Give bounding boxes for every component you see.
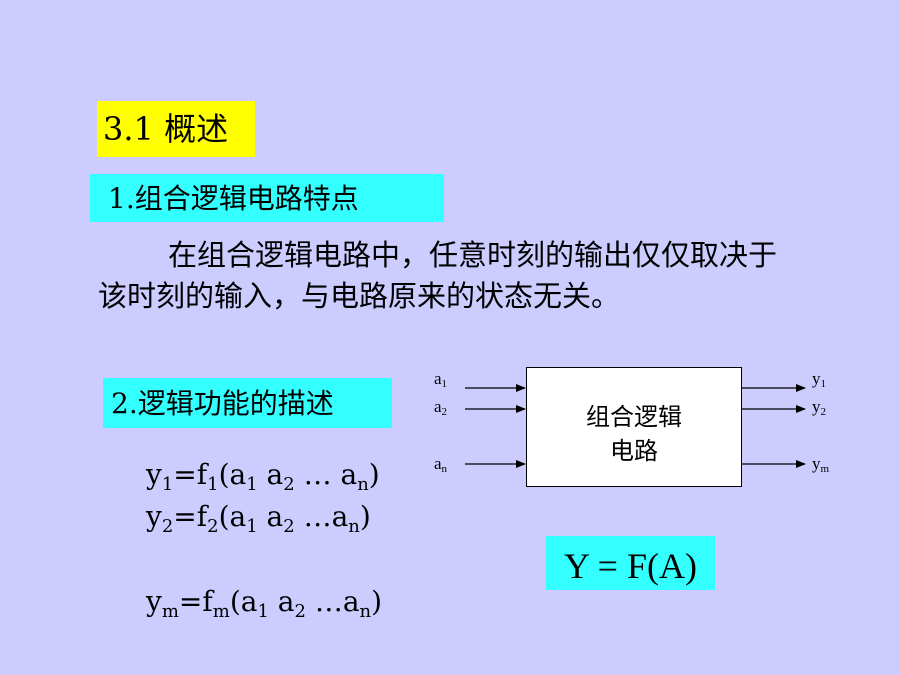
equation-y2: y2=f2(a1 a2 …an) (146, 500, 371, 537)
block-label-line2: 电路 (610, 437, 658, 465)
paragraph-text: 在组合逻辑电路中，任意时刻的输出仅仅取决于该时刻的输入，与电路原来的状态无关。 (98, 238, 778, 313)
output-label-y1: y1 (812, 369, 826, 390)
combinational-logic-block (526, 367, 742, 487)
output-label-y2: y2 (812, 397, 826, 418)
characteristics-paragraph: 在组合逻辑电路中，任意时刻的输出仅仅取决于该时刻的输入，与电路原来的状态无关。 (98, 235, 788, 317)
slide-title: 3.1 概述 (97, 101, 255, 157)
equation-ym: ym=fm(a1 a2 …an) (146, 585, 383, 622)
section-heading-logic-function: 2.逻辑功能的描述 (103, 378, 392, 428)
formula-y-equals-f-a: Y = F(A) (546, 536, 715, 590)
block-label: 组合逻辑 电路 (526, 400, 742, 468)
output-label-ym: ym (812, 454, 830, 475)
input-label-an: an (434, 454, 448, 475)
input-label-a2: a2 (434, 397, 448, 418)
block-label-line1: 组合逻辑 (586, 403, 682, 431)
input-label-a1: a1 (434, 369, 448, 390)
section-heading-characteristics: 1.组合逻辑电路特点 (90, 174, 444, 222)
equation-y1: y1=f1(a1 a2 … an) (146, 458, 380, 495)
